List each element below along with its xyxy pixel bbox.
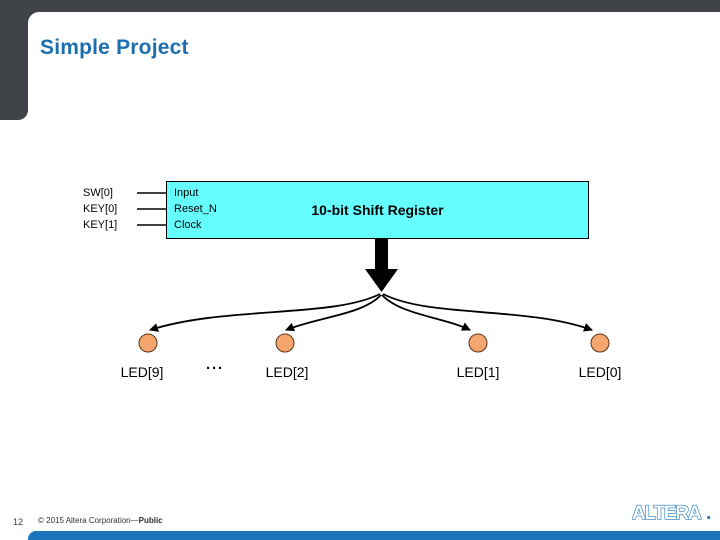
content-rounded-corner xyxy=(28,12,50,34)
left-accent-strip xyxy=(0,0,28,120)
led-circles xyxy=(138,333,610,353)
header-bar xyxy=(0,0,720,12)
output-bus-arrow xyxy=(365,239,398,292)
output-label-led9: LED[9] xyxy=(120,364,164,380)
output-label-led1: LED[1] xyxy=(456,364,500,380)
copyright-text: © 2015 Altera Corporation— xyxy=(38,516,139,525)
altera-logo: ALTERA . xyxy=(631,502,711,524)
output-label-led2: LED[2] xyxy=(265,364,309,380)
output-label-led0: LED[0] xyxy=(578,364,622,380)
led-circle-1 xyxy=(468,333,488,353)
input-connector-lines xyxy=(137,192,169,226)
port-label-clock: Clock xyxy=(174,219,202,231)
led-circle-2 xyxy=(275,333,295,353)
input-label-key1: KEY[1] xyxy=(83,219,118,231)
page-number: 12 xyxy=(13,517,24,527)
altera-logo-text: ALTERA xyxy=(632,503,702,524)
led-circle-0 xyxy=(590,333,610,353)
port-label-reset-n: Reset_N xyxy=(174,203,217,215)
input-label-key0: KEY[0] xyxy=(83,203,118,215)
port-label-input: Input xyxy=(174,187,199,199)
input-label-sw0: SW[0] xyxy=(83,187,113,199)
led-circle-9 xyxy=(138,333,158,353)
shift-register-box: Input Reset_N Clock 10-bit Shift Registe… xyxy=(166,181,589,239)
led-fanout-arrows xyxy=(149,293,593,332)
altera-logo-dot: . xyxy=(706,503,711,524)
classification-text: Public xyxy=(138,516,163,525)
register-box-title: 10-bit Shift Register xyxy=(311,202,444,218)
led-ellipsis: ··· xyxy=(206,360,224,377)
footer-accent-bar xyxy=(28,531,720,540)
footer-copyright: © 2015 Altera Corporation—Public xyxy=(38,516,163,525)
slide-title: Simple Project xyxy=(40,36,189,59)
